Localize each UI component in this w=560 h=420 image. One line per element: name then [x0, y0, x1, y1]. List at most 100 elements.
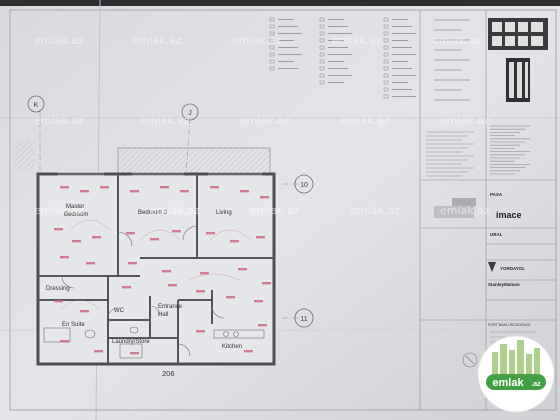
legend-symbol — [383, 80, 389, 85]
watermark-text: emlak.az — [34, 114, 84, 127]
grid-marker-11 — [294, 308, 314, 328]
watermark-text: emlak.az — [132, 34, 182, 47]
legend-symbol — [269, 45, 275, 50]
grid-label-10: 10 — [300, 182, 308, 189]
electrical-marker — [60, 340, 69, 343]
legend-symbol — [269, 66, 275, 71]
grid-label-k: K — [34, 102, 39, 109]
electrical-marker — [86, 262, 95, 265]
electrical-marker — [160, 186, 169, 189]
project-title: PORT BAKU RESIDENCE — [488, 323, 531, 327]
electrical-marker — [54, 300, 63, 303]
electrical-marker — [80, 310, 89, 313]
legend-symbol — [319, 59, 325, 64]
electrical-marker — [206, 232, 215, 235]
electrical-marker — [126, 232, 135, 235]
electrical-marker — [200, 272, 209, 275]
balcony-hatch — [118, 148, 270, 174]
company-logo-ural: URAL — [490, 232, 503, 237]
electrical-marker — [210, 186, 219, 189]
legend-symbol — [383, 24, 389, 29]
room-label-en-suite: En Suite — [62, 322, 85, 328]
watermark-text: emlak.az — [34, 204, 84, 217]
emlak-badge: emlak .az — [477, 335, 555, 413]
electrical-marker — [258, 324, 267, 327]
watermark-text: emlak.az — [440, 114, 490, 127]
legend-symbol — [319, 52, 325, 57]
watermark-text: emlak.az — [150, 204, 200, 217]
electrical-marker — [244, 350, 253, 353]
legend-symbol — [383, 17, 389, 22]
electrical-marker — [256, 236, 265, 239]
legend-symbol — [269, 59, 275, 64]
watermark-text: emlak.az — [340, 114, 390, 127]
legend-symbol — [269, 17, 275, 22]
grid-label-j: J — [188, 110, 192, 117]
watermark-text: emlak.az — [440, 204, 490, 217]
legend-symbol — [383, 73, 389, 78]
electrical-marker — [240, 190, 249, 193]
watermark-text: emlak.az — [240, 114, 290, 127]
company-logo-yordayol: YORDAYOL — [500, 266, 525, 271]
legend-symbol — [383, 38, 389, 43]
legend-symbol — [383, 94, 389, 99]
legend-symbol — [269, 31, 275, 36]
company-logo-stanley: StanleyMatson — [488, 282, 520, 287]
electrical-marker — [54, 228, 63, 231]
floor-plan: Master Bedroom Bedroom 2 Living Dressing… — [36, 172, 276, 366]
electrical-annotations — [54, 186, 271, 355]
room-label-master-bedroom-1: Master — [66, 204, 84, 210]
watermark-text: emlak.az — [350, 204, 400, 217]
room-label-entrance-1: Entrance — [158, 304, 183, 310]
badge-brand: emlak — [492, 377, 524, 389]
electrical-marker — [172, 230, 181, 233]
room-label-bedroom-2: Bedroom 2 — [138, 210, 168, 216]
company-logo-imace: imace — [496, 210, 522, 220]
legend-symbol — [383, 52, 389, 57]
legend-block — [269, 17, 470, 101]
electrical-marker — [262, 282, 271, 285]
electrical-marker — [92, 236, 101, 239]
grid-marker-10 — [294, 174, 314, 194]
legend-symbol — [383, 66, 389, 71]
room-label-living: Living — [216, 210, 232, 216]
electrical-marker — [238, 268, 247, 271]
legend-symbol — [383, 59, 389, 64]
unit-number: 206 — [162, 369, 175, 378]
legend-symbol — [319, 31, 325, 36]
room-label-kitchen: Kitchen — [222, 344, 242, 350]
legend-symbol — [269, 52, 275, 57]
electrical-marker — [122, 286, 131, 289]
electrical-marker — [226, 296, 235, 299]
electrical-marker — [168, 284, 177, 287]
watermark-text: emlak.az — [140, 114, 190, 127]
grid-marker-k — [27, 95, 45, 113]
room-label-dressing: Dressing — [46, 286, 70, 292]
watermark-text: emlak.az — [250, 204, 300, 217]
electrical-marker — [196, 290, 205, 293]
electrical-marker — [128, 262, 137, 265]
company-logo-pasa: PASA — [490, 192, 503, 197]
legend-symbol — [319, 73, 325, 78]
grid-marker-j — [181, 103, 199, 121]
legend-symbol — [319, 80, 325, 85]
electrical-marker — [196, 330, 205, 333]
legend-symbol — [383, 31, 389, 36]
electrical-marker — [254, 300, 263, 303]
room-label-laundry: Laundry/Store — [112, 339, 150, 345]
legend-symbol — [319, 66, 325, 71]
legend-symbol — [383, 87, 389, 92]
room-label-entrance-2: Hall — [158, 312, 168, 318]
legend-symbol — [269, 24, 275, 29]
legend-symbol — [269, 38, 275, 43]
electrical-marker — [72, 240, 81, 243]
electrical-marker — [60, 186, 69, 189]
legend-symbol — [383, 45, 389, 50]
watermark-text: emlak.az — [432, 34, 482, 47]
electrical-marker — [162, 270, 171, 273]
electrical-marker — [150, 238, 159, 241]
grid-label-11: 11 — [300, 316, 307, 323]
badge-suffix: .az — [531, 381, 541, 388]
